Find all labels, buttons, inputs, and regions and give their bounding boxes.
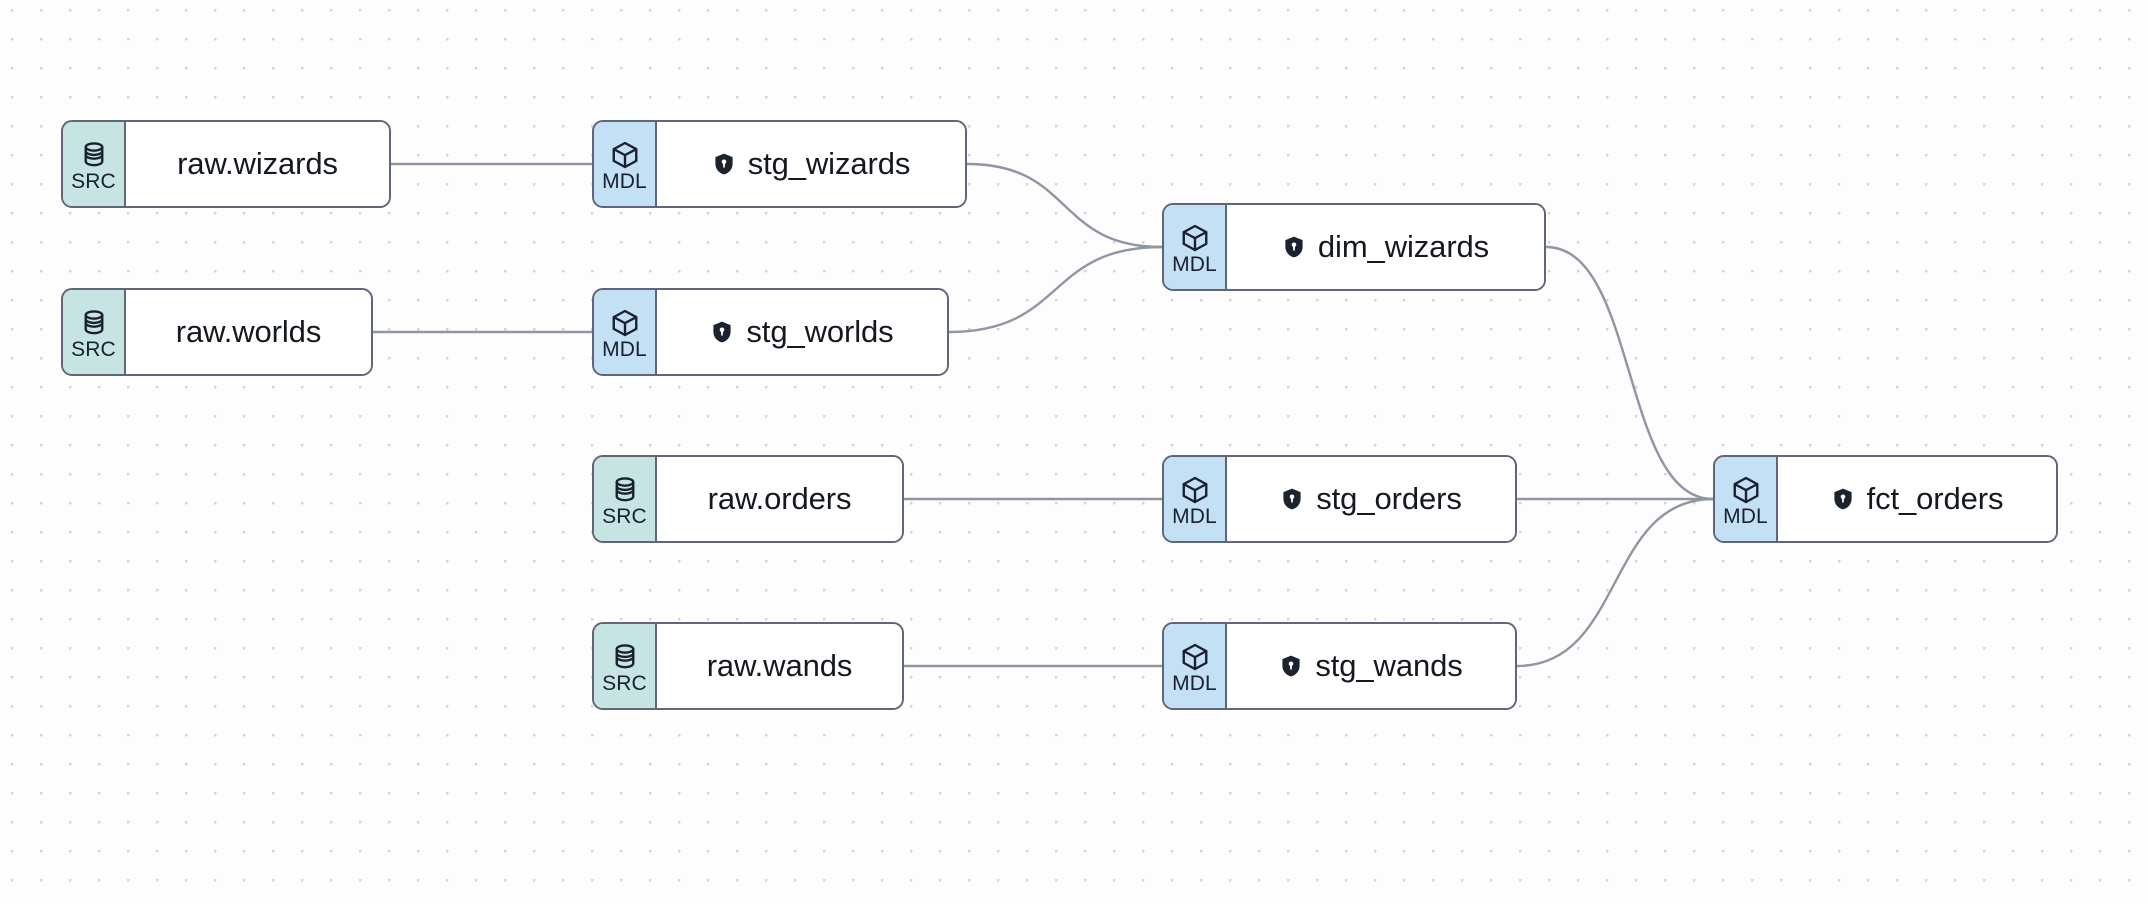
node-label: dim_wizards	[1317, 229, 1490, 264]
node-body: stg_wizards	[657, 122, 965, 206]
node-kind-label: SRC	[71, 337, 116, 361]
node-body: dim_wizards	[1227, 205, 1544, 289]
node-body: stg_orders	[1227, 457, 1515, 541]
database-icon	[84, 309, 103, 334]
node-body: raw.wands	[657, 624, 902, 708]
node-raw_wizards[interactable]: SRC raw.wizards	[61, 120, 391, 208]
node-kind-label: MDL	[602, 337, 647, 361]
cube-icon	[612, 141, 637, 168]
node-kind-badge: MDL	[1164, 624, 1227, 708]
shield-lock-icon	[1282, 655, 1300, 677]
node-label: stg_worlds	[746, 314, 894, 349]
node-stg_worlds[interactable]: MDL stg_worlds	[592, 288, 949, 376]
node-label: stg_wands	[1315, 648, 1463, 683]
node-label: stg_orders	[1316, 481, 1462, 516]
node-stg_wands[interactable]: MDL stg_wands	[1162, 622, 1517, 710]
cube-icon	[1182, 224, 1207, 251]
node-kind-label: MDL	[1172, 504, 1217, 528]
cube-icon	[612, 309, 637, 336]
node-raw_orders[interactable]: SRC raw.orders	[592, 455, 904, 543]
node-kind-label: SRC	[602, 671, 647, 695]
node-label: raw.worlds	[175, 314, 322, 349]
node-kind-badge: MDL	[594, 122, 657, 206]
node-kind-badge: MDL	[1164, 457, 1227, 541]
node-dim_wizards[interactable]: MDL dim_wizards	[1162, 203, 1546, 291]
node-kind-label: MDL	[1172, 252, 1217, 276]
node-body: raw.wizards	[126, 122, 389, 206]
shield-lock-icon	[713, 321, 732, 343]
node-body: fct_orders	[1778, 457, 2056, 541]
node-label: fct_orders	[1866, 481, 2004, 516]
node-kind-badge: SRC	[63, 122, 126, 206]
cube-icon	[1182, 476, 1207, 503]
node-kind-label: MDL	[1723, 504, 1768, 528]
edge-stg_wands-to-fct_orders	[1515, 497, 1715, 668]
edge-stg_wizards-to-dim_wizards	[965, 162, 1164, 249]
node-kind-badge: MDL	[594, 290, 657, 374]
node-label: raw.wands	[706, 648, 853, 683]
node-kind-badge: MDL	[1715, 457, 1778, 541]
shield-lock-icon	[1283, 488, 1301, 510]
node-stg_wizards[interactable]: MDL stg_wizards	[592, 120, 967, 208]
node-kind-badge: MDL	[1164, 205, 1227, 289]
cube-icon	[1182, 643, 1207, 670]
node-kind-label: MDL	[1172, 671, 1217, 695]
node-body: stg_worlds	[657, 290, 947, 374]
node-kind-badge: SRC	[594, 457, 657, 541]
shield-lock-icon	[1833, 488, 1852, 510]
node-kind-badge: SRC	[594, 624, 657, 708]
node-label: raw.wizards	[177, 146, 338, 181]
node-body: raw.worlds	[126, 290, 371, 374]
cube-icon	[1733, 476, 1758, 503]
edge-dim_wizards-to-fct_orders	[1544, 245, 1715, 501]
node-fct_orders[interactable]: MDL fct_orders	[1713, 455, 2058, 543]
node-stg_orders[interactable]: MDL stg_orders	[1162, 455, 1517, 543]
node-label: stg_wizards	[747, 146, 911, 181]
node-kind-label: MDL	[602, 169, 647, 193]
shield-lock-icon	[1285, 236, 1303, 258]
node-kind-label: SRC	[71, 169, 116, 193]
shield-lock-icon	[715, 153, 733, 175]
node-raw_wands[interactable]: SRC raw.wands	[592, 622, 904, 710]
database-icon	[84, 141, 103, 166]
database-icon	[615, 643, 634, 668]
node-body: stg_wands	[1227, 624, 1515, 708]
node-kind-label: SRC	[602, 504, 647, 528]
database-icon	[615, 476, 634, 501]
node-kind-badge: SRC	[63, 290, 126, 374]
edge-stg_worlds-to-dim_wizards	[947, 245, 1164, 334]
node-raw_worlds[interactable]: SRC raw.worlds	[61, 288, 373, 376]
node-label: raw.orders	[707, 481, 852, 516]
node-body: raw.orders	[657, 457, 902, 541]
